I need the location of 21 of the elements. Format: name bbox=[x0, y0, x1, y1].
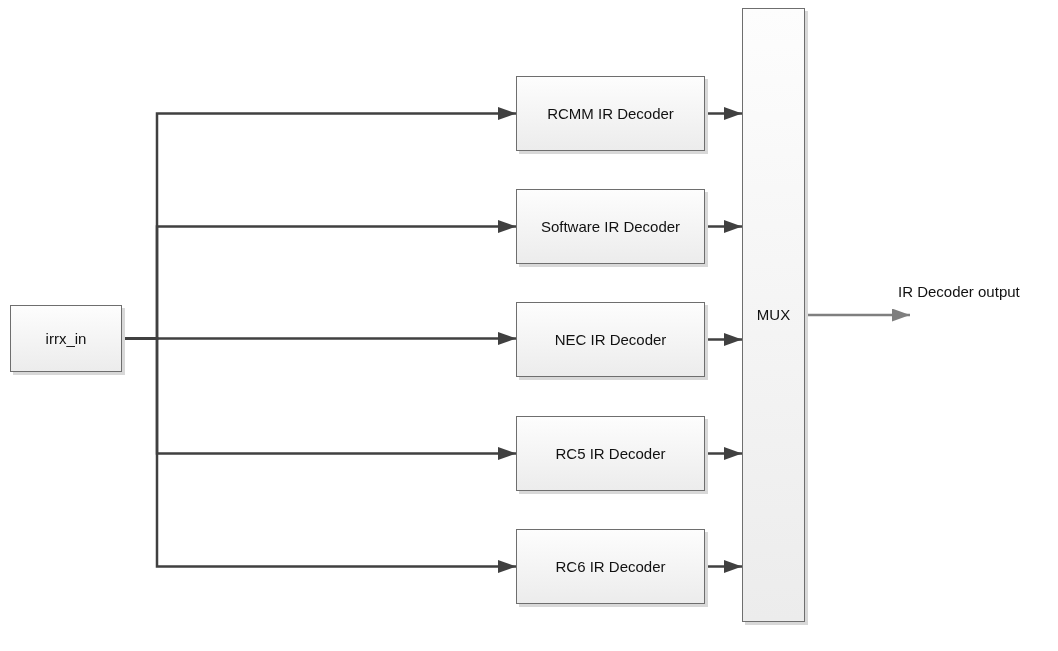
block-label: NEC IR Decoder bbox=[553, 329, 668, 350]
block bbox=[516, 76, 705, 151]
block-label: RC5 IR Decoder bbox=[554, 443, 667, 464]
block bbox=[516, 416, 705, 491]
block bbox=[516, 302, 705, 377]
multiplexer-block bbox=[742, 8, 805, 622]
arrow bbox=[705, 107, 742, 120]
arrow bbox=[705, 560, 742, 573]
block-label: MUX bbox=[755, 305, 792, 325]
block bbox=[10, 305, 122, 372]
block-label: RC6 IR Decoder bbox=[554, 556, 667, 577]
block-label: RCMM IR Decoder bbox=[546, 103, 675, 124]
arrow bbox=[805, 308, 910, 322]
arrow bbox=[705, 220, 742, 233]
block bbox=[516, 189, 705, 264]
block-label: irrx_in bbox=[44, 328, 88, 349]
block bbox=[516, 529, 705, 604]
block-label: Software IR Decoder bbox=[539, 216, 682, 237]
edge-label: IR Decoder output bbox=[898, 283, 1020, 300]
arrow bbox=[705, 447, 742, 460]
arrow bbox=[705, 333, 742, 346]
